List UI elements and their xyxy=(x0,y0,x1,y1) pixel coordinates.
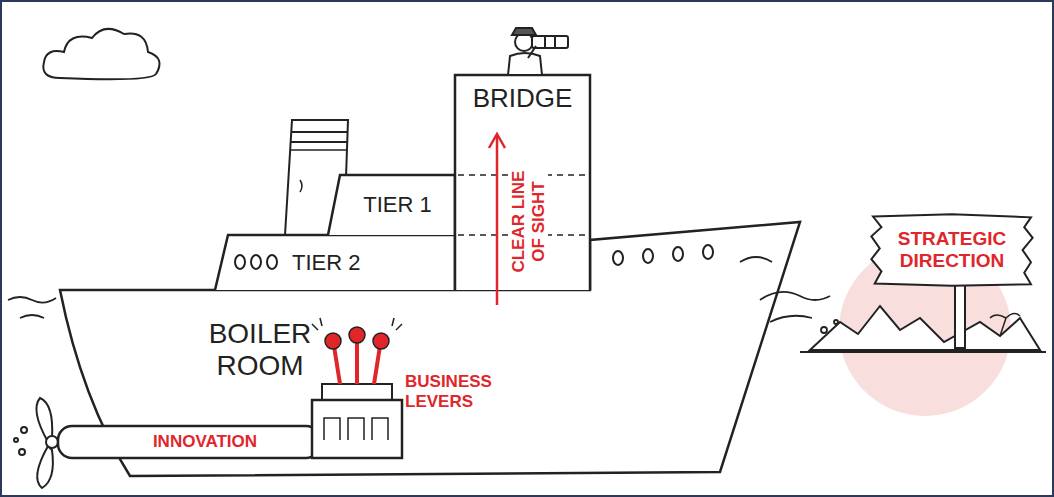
innovation-shaft xyxy=(58,426,320,458)
propeller xyxy=(14,398,58,488)
shaft-label: INNOVATION xyxy=(110,432,300,452)
bridge-label: BRIDGE xyxy=(455,84,590,114)
sign-text: STRATEGIC DIRECTION xyxy=(882,228,1022,272)
sight-label: CLEAR LINE OF SIGHT xyxy=(508,158,547,287)
tier-label: TIER 1 xyxy=(345,192,450,217)
bridge-tower xyxy=(455,75,590,290)
captain-figure xyxy=(508,28,568,75)
room-label: BOILER ROOM xyxy=(190,318,330,382)
smoke-cloud xyxy=(43,29,159,79)
hull xyxy=(60,222,800,476)
tier-2-deck xyxy=(215,235,455,290)
water-waves xyxy=(8,257,838,333)
sight-arrow xyxy=(489,134,505,305)
tier-1-deck xyxy=(328,175,455,235)
levers-label: BUSINESS LEVERS xyxy=(405,372,515,411)
lever-box xyxy=(312,318,402,458)
tier-label: TIER 2 xyxy=(292,250,412,275)
signpost-board: STRATEGIC DIRECTION xyxy=(868,212,1036,288)
